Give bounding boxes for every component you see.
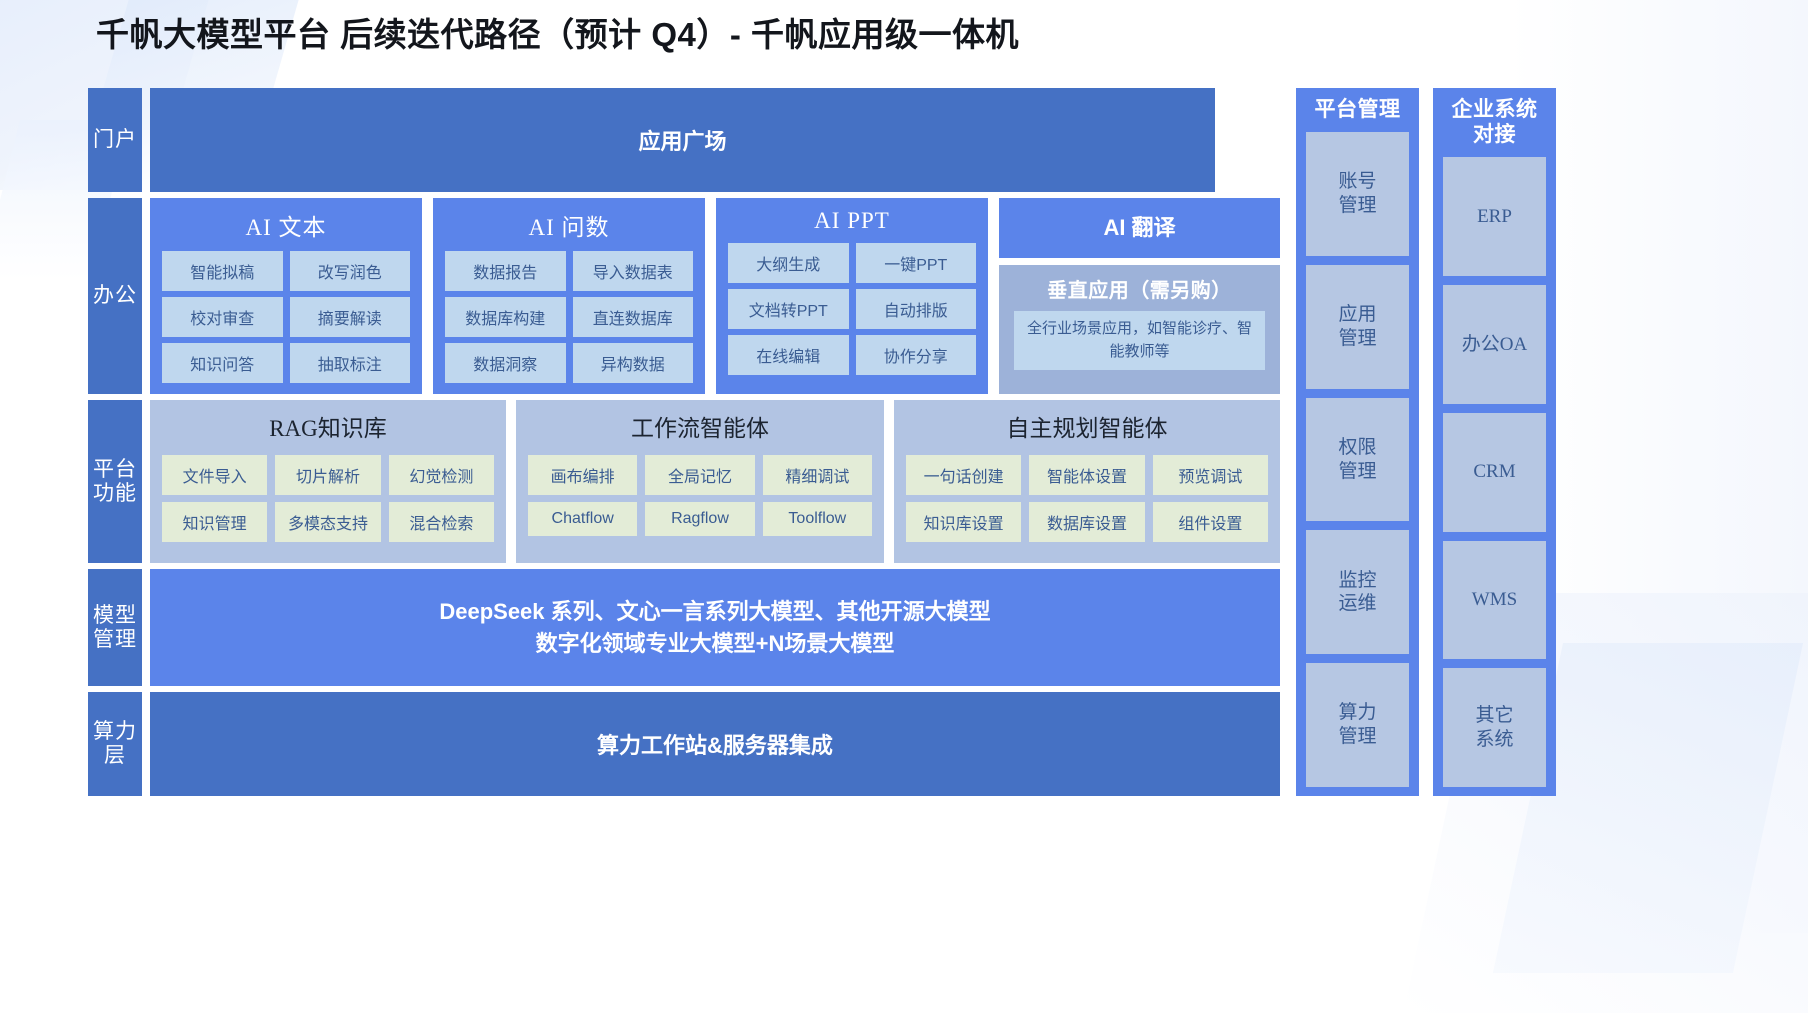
platform-management-title: 平台管理 bbox=[1314, 98, 1401, 121]
chip-ai-ppt-3[interactable]: 文档转PPT bbox=[728, 289, 849, 329]
platform-management-item-monitoring[interactable]: 监控运维 bbox=[1306, 530, 1409, 655]
page-title: 千帆大模型平台 后续迭代路径（预计 Q4）- 千帆应用级一体机 bbox=[96, 16, 1020, 53]
chip-autonomous-6[interactable]: 组件设置 bbox=[1152, 502, 1268, 542]
chip-ai-data-6[interactable]: 异构数据 bbox=[572, 343, 693, 383]
vertical-application-note: 全行业场景应用，如智能诊疗、智能教师等 bbox=[1014, 311, 1265, 370]
platform-management-item-application[interactable]: 应用管理 bbox=[1306, 264, 1409, 389]
office-group-ai-ppt-title: AI PPT bbox=[814, 208, 890, 233]
chip-autonomous-3[interactable]: 预览调试 bbox=[1152, 455, 1268, 495]
platform-management-item-compute[interactable]: 算力管理 bbox=[1306, 663, 1409, 788]
chip-ai-text-6[interactable]: 抽取标注 bbox=[289, 343, 410, 383]
model-management-line-1: DeepSeek 系列、文心一言系列大模型、其他开源大模型 bbox=[439, 598, 991, 624]
chip-workflow-1[interactable]: 画布编排 bbox=[528, 455, 638, 495]
chip-ai-data-2[interactable]: 导入数据表 bbox=[572, 251, 693, 291]
chip-ai-ppt-5[interactable]: 在线编辑 bbox=[728, 335, 849, 375]
chip-ai-data-4[interactable]: 直连数据库 bbox=[572, 297, 693, 337]
rail-office-label: 办公 bbox=[93, 284, 137, 308]
chip-rag-4[interactable]: 知识管理 bbox=[162, 502, 268, 542]
rail-compute-layer: 算力层 bbox=[88, 692, 142, 796]
office-group-ai-ppt: AI PPT 大纲生成 一键PPT 文档转PPT 自动排版 在线编辑 协作分享 bbox=[716, 198, 988, 394]
platform-group-autonomous-agent: 自主规划智能体 一句话创建 智能体设置 预览调试 知识库设置 数据库设置 组件设… bbox=[894, 400, 1280, 563]
right-column-platform-management: 平台管理 账号管理 应用管理 权限管理 监控运维 算力管理 bbox=[1296, 88, 1419, 796]
chip-autonomous-4[interactable]: 知识库设置 bbox=[906, 502, 1022, 542]
chip-workflow-6[interactable]: Toolflow bbox=[762, 502, 872, 536]
chip-ai-ppt-1[interactable]: 大纲生成 bbox=[728, 243, 849, 283]
rail-compute-layer-label: 算力层 bbox=[93, 720, 137, 767]
rail-office: 办公 bbox=[88, 198, 142, 394]
chip-rag-1[interactable]: 文件导入 bbox=[162, 455, 268, 495]
vertical-application-title: 垂直应用（需另购） bbox=[1047, 280, 1232, 302]
office-group-ai-data-query-title: AI 问数 bbox=[528, 215, 610, 240]
rail-platform-functions-label: 平台功能 bbox=[93, 457, 137, 505]
chip-ai-text-1[interactable]: 智能拟稿 bbox=[162, 251, 283, 291]
enterprise-integration-item-wms[interactable]: WMS bbox=[1443, 540, 1546, 660]
chip-rag-3[interactable]: 幻觉检测 bbox=[388, 455, 494, 495]
chip-autonomous-5[interactable]: 数据库设置 bbox=[1029, 502, 1145, 542]
chip-ai-data-5[interactable]: 数据洞察 bbox=[445, 343, 566, 383]
chip-workflow-5[interactable]: Ragflow bbox=[645, 502, 755, 536]
platform-management-item-permission[interactable]: 权限管理 bbox=[1306, 397, 1409, 522]
enterprise-integration-item-erp[interactable]: ERP bbox=[1443, 157, 1546, 277]
chip-rag-2[interactable]: 切片解析 bbox=[275, 455, 381, 495]
chip-ai-text-3[interactable]: 校对审查 bbox=[162, 297, 283, 337]
enterprise-integration-title: 企业系统对接 bbox=[1451, 98, 1538, 147]
platform-group-workflow-agent: 工作流智能体 画布编排 全局记忆 精细调试 Chatflow Ragflow T… bbox=[516, 400, 884, 563]
office-group-ai-translate: AI 翻译 bbox=[999, 198, 1280, 258]
office-vertical-application-card: 垂直应用（需另购） 全行业场景应用，如智能诊疗、智能教师等 bbox=[999, 265, 1280, 394]
chip-rag-5[interactable]: 多模态支持 bbox=[275, 502, 381, 542]
chip-ai-ppt-4[interactable]: 自动排版 bbox=[855, 289, 976, 329]
enterprise-integration-item-crm[interactable]: CRM bbox=[1443, 412, 1546, 532]
chip-workflow-3[interactable]: 精细调试 bbox=[762, 455, 872, 495]
office-group-ai-text: AI 文本 智能拟稿 改写润色 校对审查 摘要解读 知识问答 抽取标注 bbox=[150, 198, 422, 394]
rail-portal: 门户 bbox=[88, 88, 142, 192]
chip-ai-ppt-2[interactable]: 一键PPT bbox=[855, 243, 976, 283]
platform-group-autonomous-title: 自主规划智能体 bbox=[1006, 416, 1168, 441]
chip-workflow-2[interactable]: 全局记忆 bbox=[645, 455, 755, 495]
architecture-diagram: 门户 办公 平台功能 模型管理 算力层 应用广场 AI 文本 智能拟稿 改写润色… bbox=[88, 88, 1720, 796]
chip-autonomous-1[interactable]: 一句话创建 bbox=[906, 455, 1022, 495]
chip-ai-data-1[interactable]: 数据报告 bbox=[445, 251, 566, 291]
platform-group-rag-title: RAG知识库 bbox=[269, 416, 387, 441]
rail-model-management-label: 模型管理 bbox=[93, 603, 137, 651]
model-management-line-2: 数字化领域专业大模型+N场景大模型 bbox=[535, 630, 895, 656]
rail-model-management: 模型管理 bbox=[88, 569, 142, 686]
chip-autonomous-2[interactable]: 智能体设置 bbox=[1029, 455, 1145, 495]
platform-management-item-account[interactable]: 账号管理 bbox=[1306, 132, 1409, 256]
chip-ai-text-5[interactable]: 知识问答 bbox=[162, 343, 283, 383]
office-group-ai-text-title: AI 文本 bbox=[245, 215, 327, 240]
compute-layer-banner: 算力工作站&服务器集成 bbox=[150, 692, 1280, 796]
chip-ai-text-4[interactable]: 摘要解读 bbox=[289, 297, 410, 337]
chip-rag-6[interactable]: 混合检索 bbox=[388, 502, 494, 542]
chip-ai-ppt-6[interactable]: 协作分享 bbox=[855, 335, 976, 375]
office-group-ai-data-query: AI 问数 数据报告 导入数据表 数据库构建 直连数据库 数据洞察 异构数据 bbox=[433, 198, 705, 394]
rail-platform-functions: 平台功能 bbox=[88, 400, 142, 563]
platform-group-workflow-title: 工作流智能体 bbox=[631, 416, 769, 441]
rail-portal-label: 门户 bbox=[93, 128, 137, 152]
chip-workflow-4[interactable]: Chatflow bbox=[528, 502, 638, 536]
chip-ai-text-2[interactable]: 改写润色 bbox=[289, 251, 410, 291]
chip-ai-data-3[interactable]: 数据库构建 bbox=[445, 297, 566, 337]
platform-group-rag-knowledge-base: RAG知识库 文件导入 切片解析 幻觉检测 知识管理 多模态支持 混合检索 bbox=[150, 400, 506, 563]
model-management-banner: DeepSeek 系列、文心一言系列大模型、其他开源大模型 数字化领域专业大模型… bbox=[150, 569, 1280, 686]
enterprise-integration-item-other[interactable]: 其它系统 bbox=[1443, 668, 1546, 787]
portal-banner: 应用广场 bbox=[150, 88, 1215, 192]
